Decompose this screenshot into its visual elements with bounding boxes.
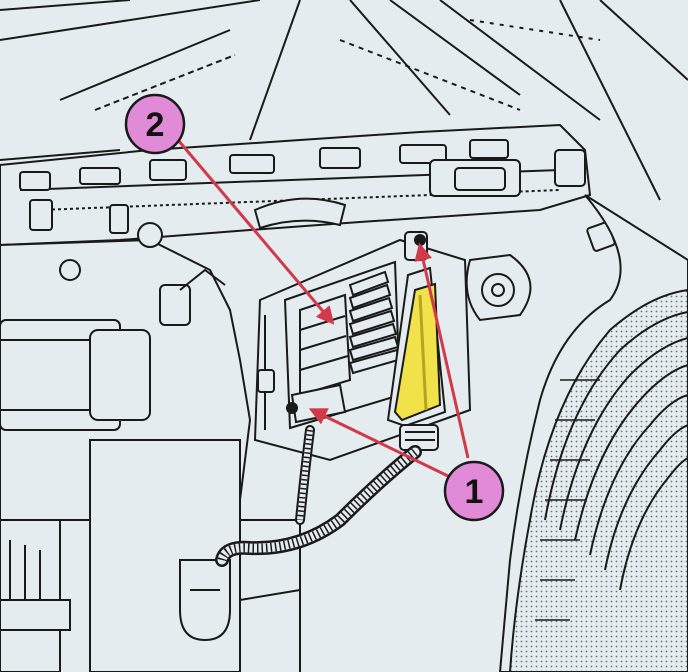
lower-frame — [0, 439, 301, 672]
callout-2: 2 — [124, 93, 186, 155]
callout-circle-icon — [124, 93, 186, 155]
upper-body-panels — [0, 0, 688, 201]
callout-1: 1 — [443, 460, 505, 522]
ecu-unit — [283, 260, 402, 430]
mounting-lug — [465, 253, 532, 322]
leader-arrows — [176, 139, 470, 478]
highlighted-connector — [386, 231, 447, 451]
wiring-harness — [215, 425, 422, 567]
callout-circle-icon — [443, 460, 505, 522]
arrow-callout-1-lower — [308, 408, 449, 478]
ecu-cooling-fins — [348, 270, 400, 375]
wheel-arch — [498, 194, 688, 672]
arrow-callout-1-upper — [414, 242, 470, 459]
callout-label: 2 — [146, 106, 165, 144]
bolt-lower — [286, 402, 298, 414]
callout-label: 1 — [465, 473, 484, 511]
bolt-upper — [414, 234, 426, 246]
arrow-callout-2 — [176, 139, 335, 325]
